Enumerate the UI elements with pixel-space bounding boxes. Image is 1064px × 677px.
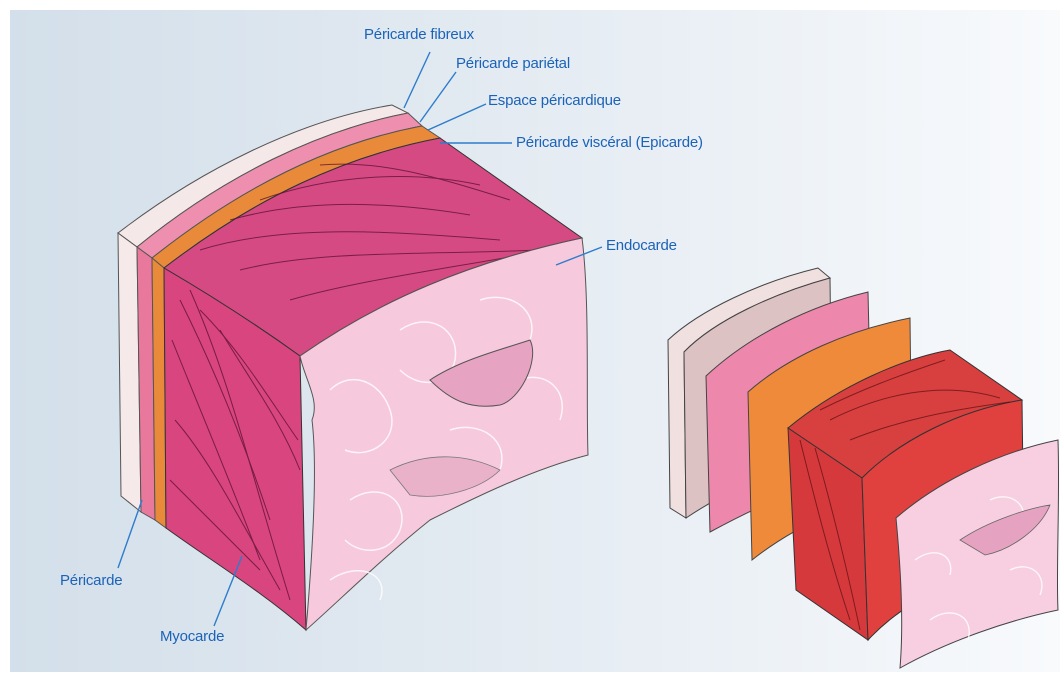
label-pericarde-fibreux: Péricarde fibreux (364, 26, 474, 43)
label-pericarde: Péricarde (60, 572, 122, 589)
label-espace-pericardique: Espace péricardique (488, 92, 621, 109)
label-pericarde-visceral: Péricarde viscéral (Epicarde) (516, 134, 703, 151)
label-pericarde-parietal: Péricarde pariétal (456, 55, 570, 72)
label-endocarde: Endocarde (606, 237, 677, 254)
label-myocarde: Myocarde (160, 628, 224, 645)
